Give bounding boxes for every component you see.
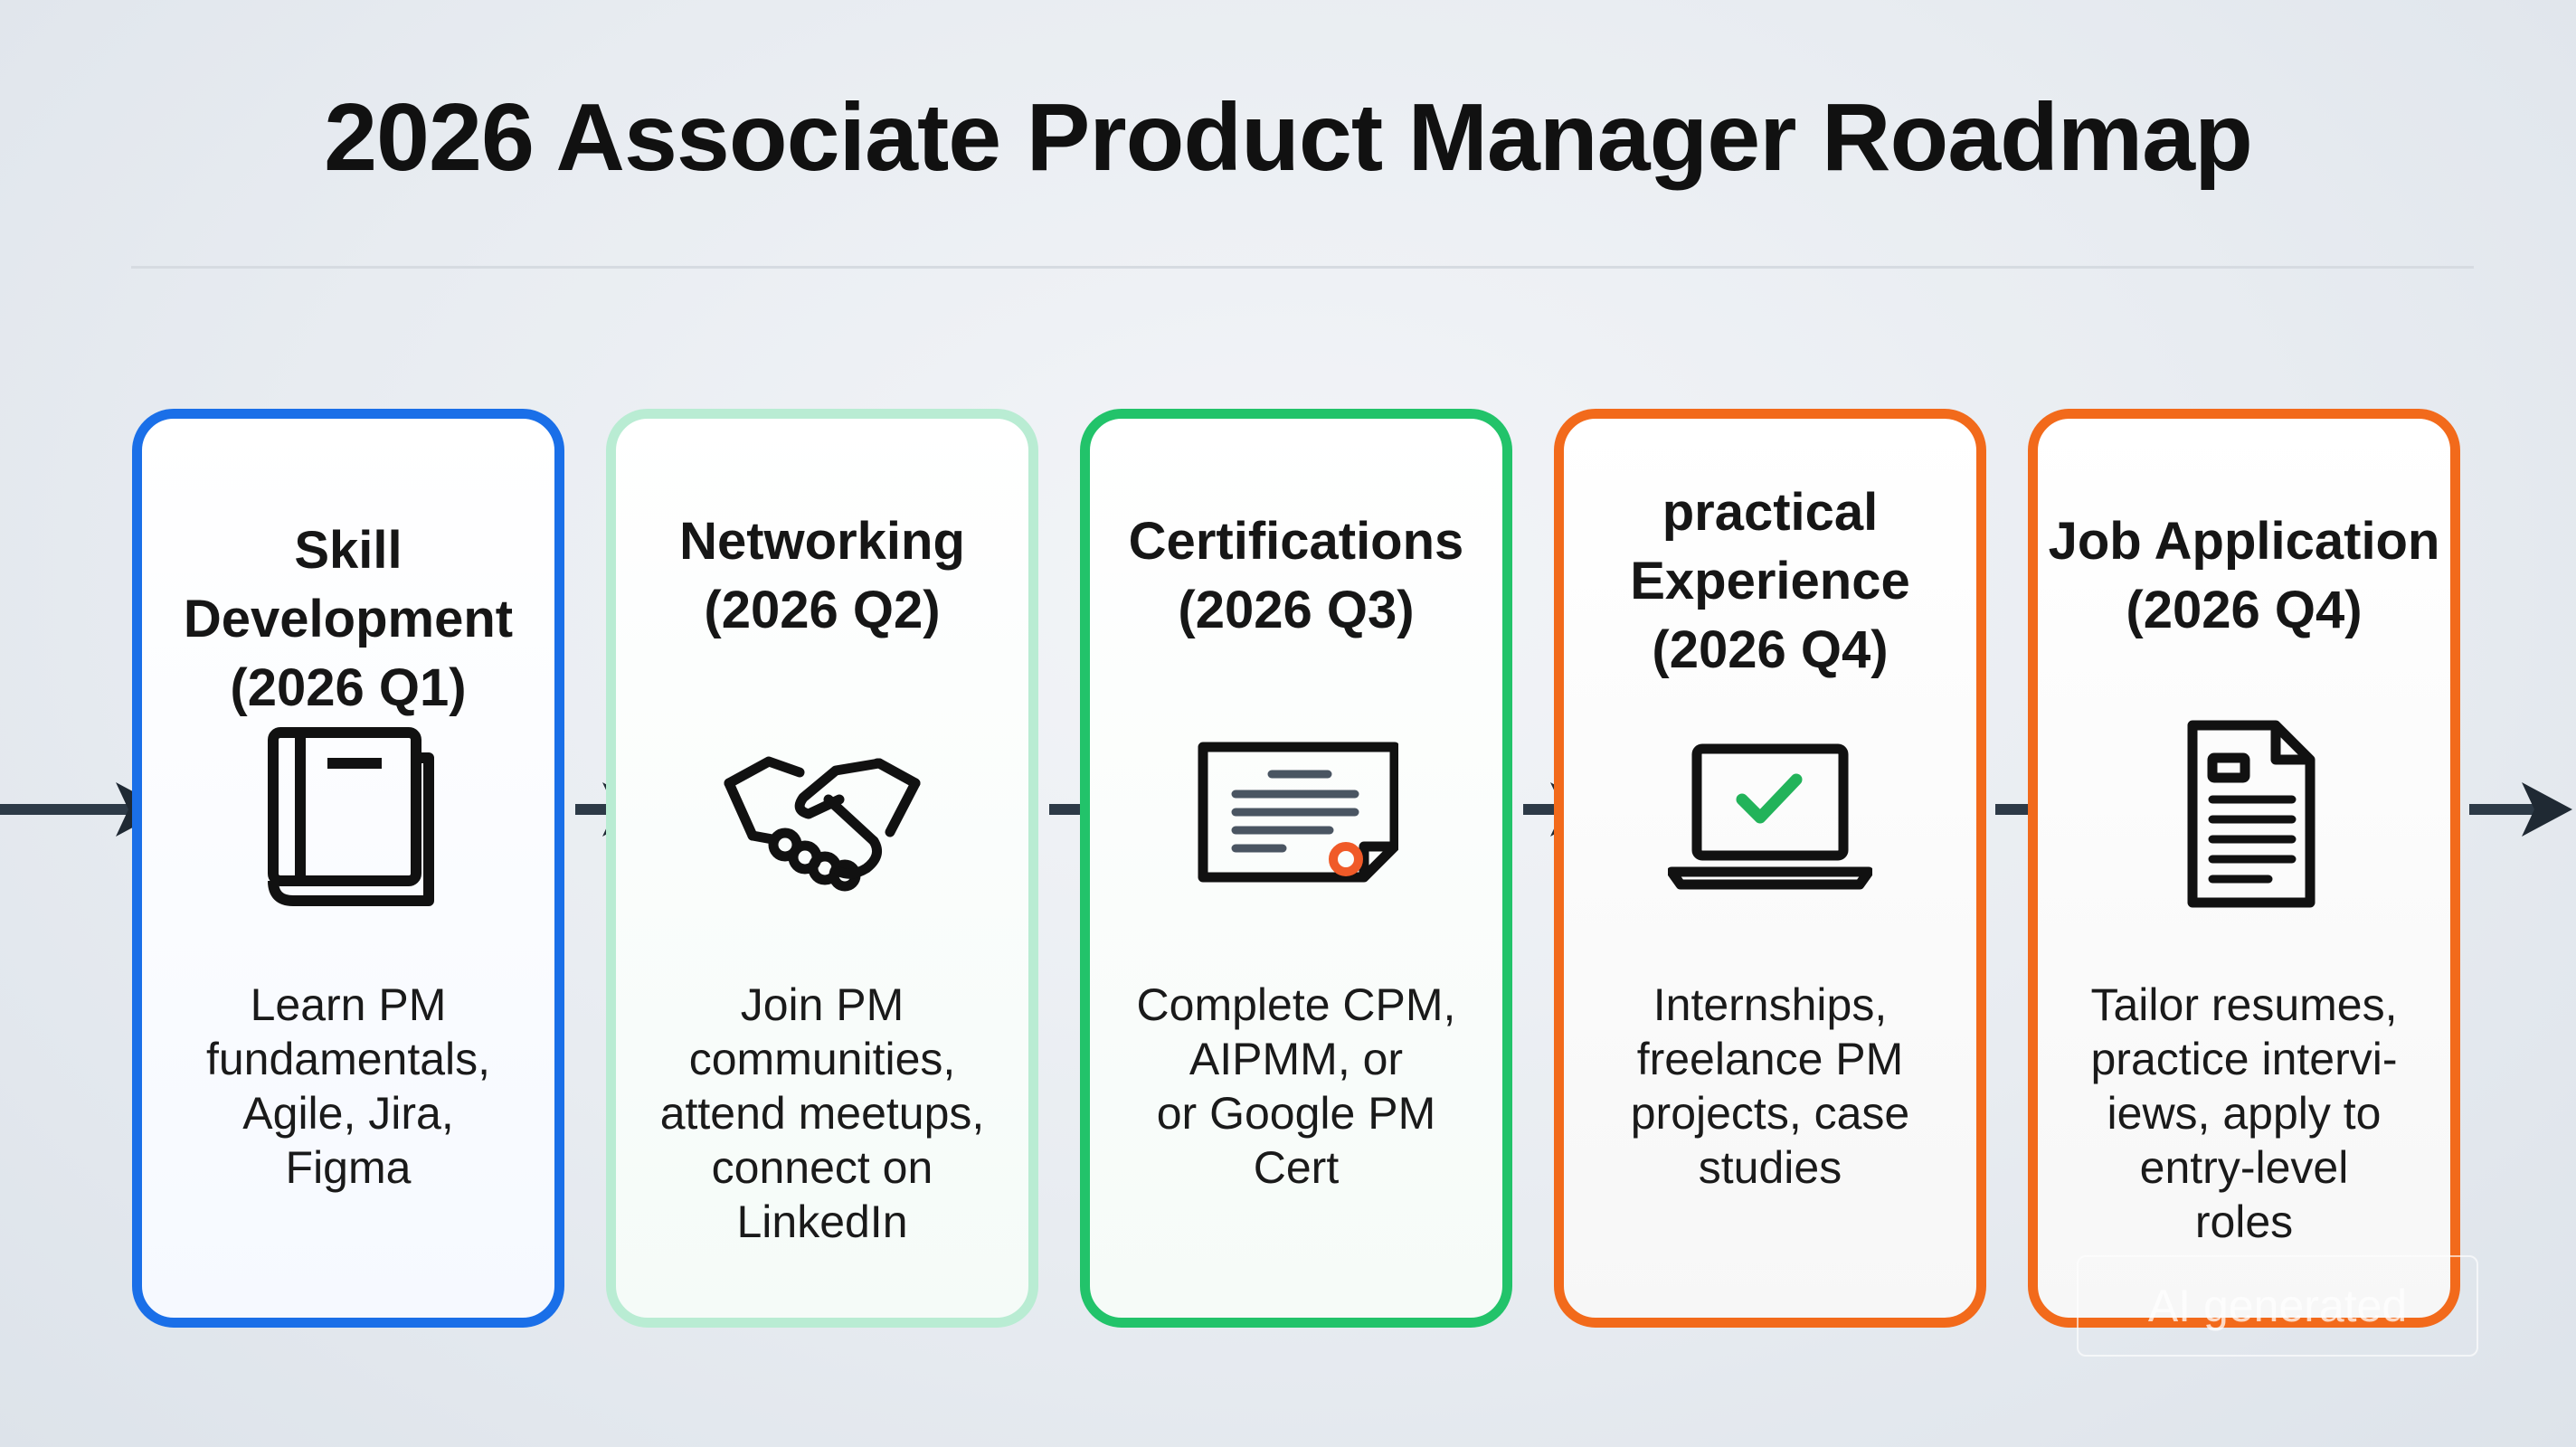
flow-arrow-icon bbox=[2469, 782, 2572, 837]
stage-description: Tailor resumes, practice intervi- iews, … bbox=[2090, 979, 2398, 1247]
stage-title: Job Application (2026 Q4) bbox=[2048, 512, 2440, 639]
document-icon bbox=[2187, 720, 2316, 908]
stage-description: Complete CPM, AIPMM, or or Google PM Cer… bbox=[1136, 979, 1456, 1193]
stage-description: Join PM communities, attend meetups, con… bbox=[659, 979, 985, 1247]
roadmap-title: 2026 Associate Product Manager Roadmap bbox=[324, 84, 2253, 191]
stage-title: Skill Development (2026 Q1) bbox=[183, 521, 514, 717]
stage-card-networking: Networking (2026 Q2) Join PM communities… bbox=[606, 409, 1038, 1328]
stage-card-practical-experience: practical Experience (2026 Q4) Internshi… bbox=[1554, 409, 1986, 1328]
certificate-icon bbox=[1198, 742, 1398, 883]
stage-description: Learn PM fundamentals, Agile, Jira, Figm… bbox=[205, 979, 491, 1193]
stage-card-job-application: Job Application (2026 Q4) Tailor resumes… bbox=[2028, 409, 2460, 1328]
stage-title: Certifications (2026 Q3) bbox=[1128, 512, 1464, 639]
laptop-check-icon bbox=[1668, 743, 1872, 890]
stage-description: Internships, freelance PM projects, case… bbox=[1630, 979, 1910, 1193]
stage-card-skill-development: Skill Development (2026 Q1) Learn PM fun… bbox=[132, 409, 564, 1328]
stage-card-certifications: Certifications (2026 Q3) Complete CPM, A… bbox=[1080, 409, 1512, 1328]
title-divider bbox=[131, 266, 2474, 269]
book-icon bbox=[268, 727, 434, 906]
stage-title: practical Experience (2026 Q4) bbox=[1630, 483, 1910, 679]
ai-generated-watermark: AI generated bbox=[2077, 1255, 2478, 1357]
stage-title: Networking (2026 Q2) bbox=[679, 512, 965, 639]
handshake-icon bbox=[724, 756, 921, 892]
